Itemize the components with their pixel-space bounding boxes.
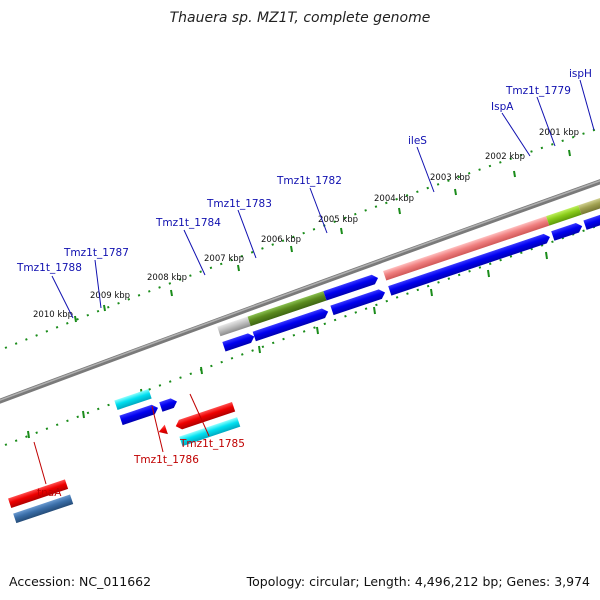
forward-leader-lines bbox=[51, 79, 595, 319]
kbp-label-2001: 2001 kbp bbox=[539, 128, 579, 138]
forward-gene-row bbox=[119, 212, 600, 426]
gene-arrow-tmz1t-1783[interactable] bbox=[252, 307, 330, 342]
kbp-label-2009: 2009 kbp bbox=[90, 291, 130, 301]
gene-arrow-tmz1t-1779[interactable] bbox=[583, 212, 600, 230]
kbp-label-2004: 2004 kbp bbox=[374, 194, 414, 204]
accession-text: Accession: NC_011662 bbox=[9, 574, 152, 589]
kbp-label-2006: 2006 kbp bbox=[261, 235, 301, 245]
gene-arrow-tnaa[interactable] bbox=[8, 479, 69, 508]
gene-arrow-small[interactable] bbox=[159, 397, 178, 412]
gene-feature-ispa[interactable] bbox=[546, 205, 582, 226]
gene-arrow-tmz1t-1782-a[interactable] bbox=[323, 273, 379, 301]
gene-label-tmz1t-1787[interactable]: Tmz1t_1787 bbox=[63, 247, 129, 259]
gene-arrow-tmz1t-1784[interactable] bbox=[222, 332, 256, 352]
kbp-label-2003: 2003 kbp bbox=[430, 173, 470, 183]
genome-backbone bbox=[0, 179, 600, 404]
gene-arrow-tmz1t-1785[interactable] bbox=[174, 402, 236, 431]
gene-arrow-ispa[interactable] bbox=[551, 221, 584, 241]
gene-feature-tmz1t-1787[interactable] bbox=[114, 388, 152, 410]
gene-feature-tmz1t-1783[interactable] bbox=[247, 291, 327, 327]
gene-arrow-tmz1t-1782-b[interactable] bbox=[330, 288, 386, 316]
gene-arrow-tmz1t-1788[interactable] bbox=[119, 403, 159, 426]
page-title: Thauera sp. MZ1T, complete genome bbox=[169, 10, 431, 26]
reverse-gene-row bbox=[8, 402, 241, 524]
gene-label-tnaa[interactable]: tnaA bbox=[37, 487, 62, 499]
upper-scale-ruler bbox=[4, 127, 600, 349]
gene-arrow-tmz1t-1786[interactable] bbox=[157, 424, 168, 437]
lower-scale-ruler bbox=[4, 224, 600, 446]
gene-label-iles[interactable]: ileS bbox=[408, 135, 427, 147]
kbp-label-2008: 2008 kbp bbox=[147, 273, 187, 283]
gene-label-ispa[interactable]: IspA bbox=[491, 101, 514, 113]
upper-major-ticks bbox=[74, 149, 571, 323]
gene-feature-tmz1t-1779[interactable] bbox=[578, 195, 600, 215]
kbp-label-2005: 2005 kbp bbox=[318, 215, 358, 225]
gene-label-isph[interactable]: ispH bbox=[569, 68, 592, 80]
kbp-label-2007: 2007 kbp bbox=[204, 254, 244, 264]
gene-label-tmz1t-1786[interactable]: Tmz1t_1786 bbox=[133, 454, 199, 466]
gene-label-tmz1t-1785[interactable]: Tmz1t_1785 bbox=[179, 438, 245, 450]
gene-arrow-iles[interactable] bbox=[388, 232, 551, 296]
genome-stats-text: Topology: circular; Length: 4,496,212 bp… bbox=[246, 574, 590, 589]
forward-feature-row bbox=[114, 195, 600, 410]
gene-label-tmz1t-1783[interactable]: Tmz1t_1783 bbox=[206, 198, 272, 210]
gene-feature-gray[interactable] bbox=[217, 316, 251, 337]
gene-label-tmz1t-1788[interactable]: Tmz1t_1788 bbox=[16, 262, 82, 274]
gene-label-tmz1t-1784[interactable]: Tmz1t_1784 bbox=[155, 217, 221, 229]
lower-major-ticks bbox=[27, 251, 548, 439]
gene-feature-tmz1t-1785[interactable] bbox=[179, 417, 241, 447]
kbp-label-2010: 2010 kbp bbox=[33, 310, 73, 320]
gene-label-tmz1t-1782[interactable]: Tmz1t_1782 bbox=[276, 175, 342, 187]
gene-feature-tnaa[interactable] bbox=[13, 494, 74, 524]
reverse-leader-lines bbox=[33, 393, 210, 485]
gene-feature-iles[interactable] bbox=[383, 216, 550, 281]
kbp-label-2002: 2002 kbp bbox=[485, 152, 525, 162]
gene-label-tmz1t-1779[interactable]: Tmz1t_1779 bbox=[505, 85, 571, 97]
